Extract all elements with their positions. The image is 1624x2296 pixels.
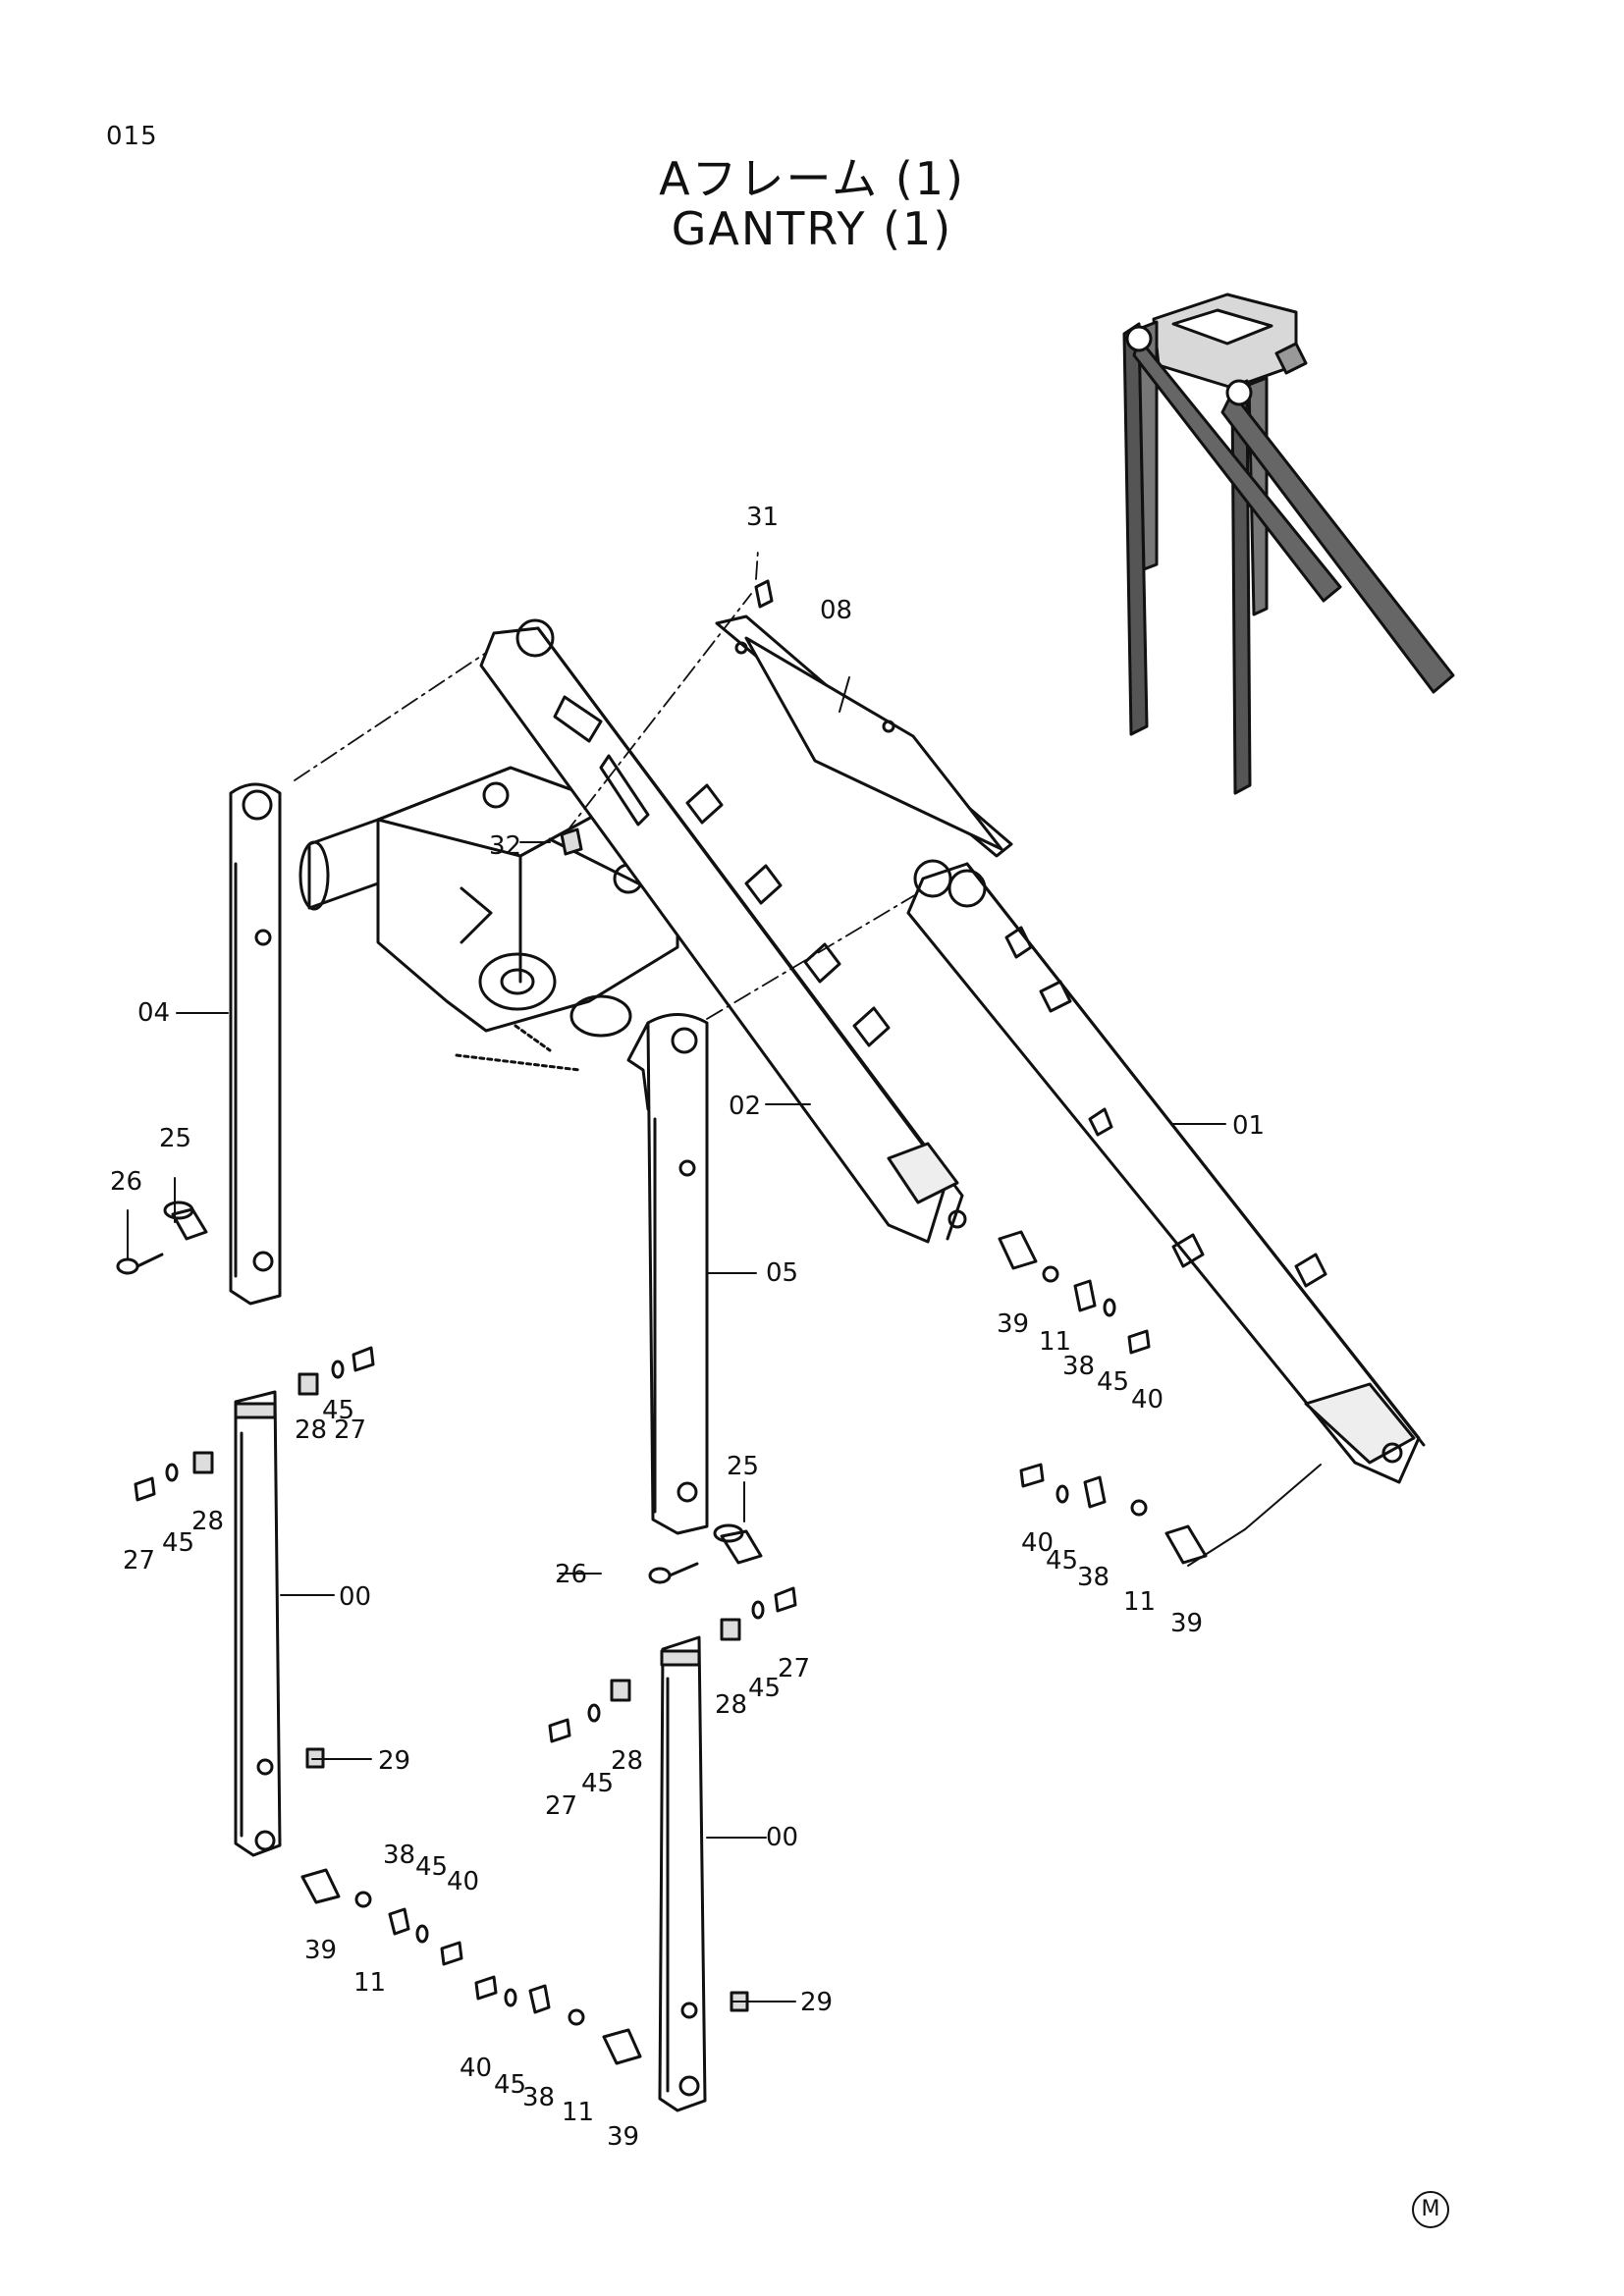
part-04-rod (229, 782, 282, 1306)
callout-11-a: 11 (1039, 1327, 1071, 1357)
alignment-lines (294, 549, 919, 1020)
part-08-plate (715, 614, 1013, 858)
callout-02: 02 (729, 1092, 761, 1121)
callout-45-h: 45 (494, 2070, 526, 2100)
title-english: GANTRY (1) (671, 202, 953, 255)
callout-28-a: 28 (295, 1415, 327, 1445)
callout-28-d: 28 (611, 1746, 643, 1776)
callout-27-d: 27 (545, 1791, 577, 1821)
callout-29-left: 29 (378, 1746, 410, 1776)
callout-39-c: 39 (304, 1936, 337, 1965)
part-00-rod-left (234, 1390, 282, 1857)
callout-38-d: 38 (522, 2083, 555, 2112)
callout-27-c: 27 (778, 1654, 810, 1683)
callout-40-a: 40 (1131, 1385, 1164, 1415)
callout-11-b: 11 (1123, 1587, 1156, 1617)
callout-45-e: 45 (748, 1674, 781, 1703)
callout-27-a: 27 (334, 1415, 366, 1445)
callout-38-c: 38 (383, 1841, 415, 1870)
callout-31: 31 (746, 503, 779, 532)
callout-45-d: 45 (1046, 1546, 1078, 1575)
callout-32: 32 (489, 831, 521, 861)
callout-26-center: 26 (555, 1560, 587, 1589)
callout-40-d: 40 (460, 2054, 492, 2083)
callout-26-left: 26 (110, 1167, 142, 1197)
part-02-leg (479, 618, 967, 1244)
callout-45-c: 45 (162, 1528, 194, 1558)
callout-27-b: 27 (123, 1546, 155, 1575)
callout-00-left: 00 (339, 1582, 371, 1612)
callout-28-c: 28 (715, 1690, 747, 1720)
callout-39-b: 39 (1170, 1609, 1203, 1638)
callout-11-d: 11 (562, 2098, 594, 2127)
part-00-rod-right (658, 1635, 707, 2112)
callout-38-b: 38 (1077, 1563, 1110, 1592)
callout-45-g: 45 (415, 1852, 448, 1882)
callout-45-a: 45 (1097, 1367, 1129, 1397)
callout-39-a: 39 (997, 1309, 1029, 1339)
callout-00-right: 00 (766, 1823, 798, 1852)
title-japanese: Aフレーム (1) (659, 152, 965, 205)
hardware (116, 579, 1208, 2065)
leader-lines (127, 676, 1322, 2002)
callout-45-b: 45 (322, 1396, 354, 1425)
callout-08: 08 (820, 596, 852, 625)
callout-40-c: 40 (447, 1867, 479, 1896)
callout-04: 04 (137, 998, 170, 1028)
callout-45-f: 45 (581, 1769, 614, 1798)
circled-m-mark: M (1412, 2191, 1449, 2228)
callout-39-d: 39 (607, 2122, 639, 2152)
callout-25-left: 25 (159, 1124, 191, 1153)
callout-01: 01 (1232, 1111, 1265, 1141)
callout-28-b: 28 (191, 1507, 224, 1536)
part-05-rod (626, 1013, 709, 1535)
page-number: 015 (106, 122, 158, 151)
callout-29-right: 29 (800, 1988, 833, 2017)
callout-labels: 31 08 32 04 25 26 02 01 05 39 11 38 45 4… (110, 503, 1265, 2152)
assembled-gantry-view (1122, 293, 1455, 795)
part-01-leg (906, 859, 1426, 1484)
callout-38-a: 38 (1062, 1352, 1095, 1381)
callout-25-center: 25 (727, 1452, 759, 1481)
callout-40-b: 40 (1021, 1528, 1054, 1558)
callout-05: 05 (766, 1258, 798, 1288)
callout-11-c: 11 (353, 1968, 386, 1998)
